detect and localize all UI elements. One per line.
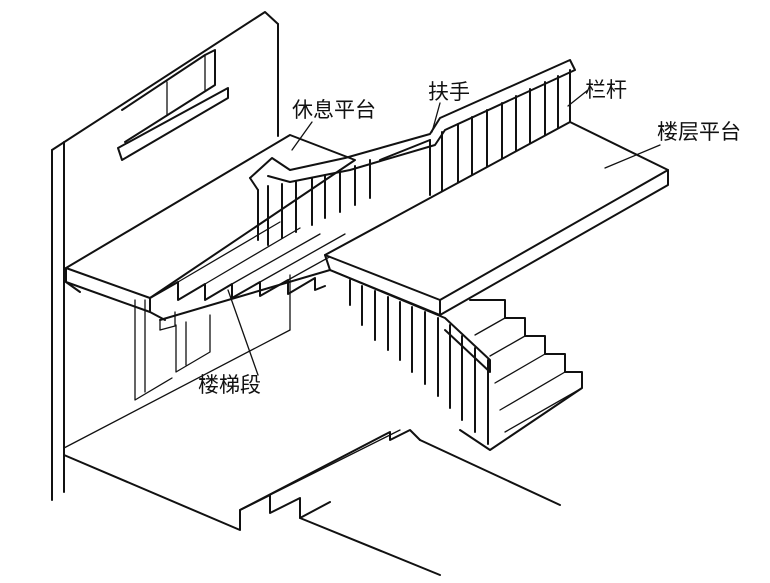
wall-window: [117, 49, 229, 161]
label-handrail: 扶手: [428, 80, 470, 104]
rest-platform: [65, 134, 356, 321]
label-stair-flight: 楼梯段: [198, 373, 261, 397]
lower-wall: [63, 274, 291, 449]
upper-railing: [249, 59, 576, 246]
floor-platform: [324, 121, 669, 316]
ground-stairs: [63, 429, 561, 576]
lower-railing: [329, 269, 491, 445]
label-baluster: 栏杆: [585, 78, 627, 102]
leader-lines: [227, 89, 661, 376]
left-wall: [51, 11, 279, 501]
down-flight: [459, 299, 583, 451]
label-rest-platform: 休息平台: [292, 98, 376, 122]
label-floor-platform: 楼层平台: [657, 120, 741, 144]
